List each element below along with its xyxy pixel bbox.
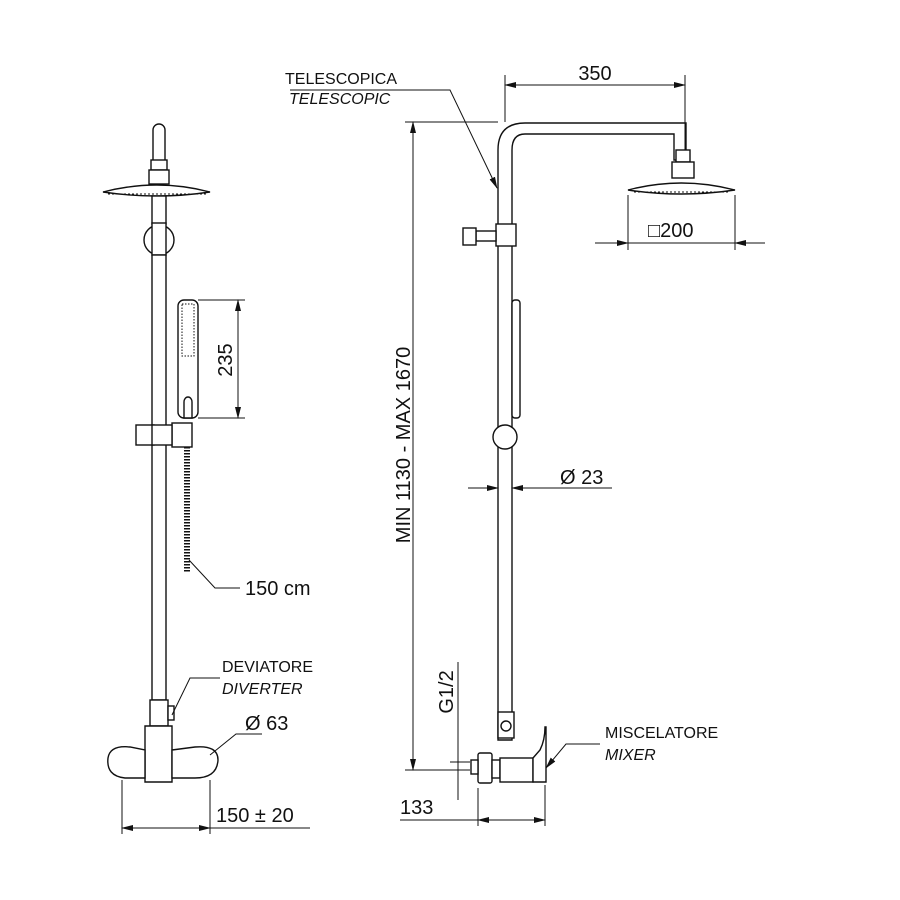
telescopica-label: TELESCOPICA	[285, 71, 397, 88]
hose-length-label: 150 cm	[245, 578, 311, 600]
hand-shower-nozzles	[181, 303, 195, 357]
left-eccentric	[107, 746, 146, 779]
thread-label: G1/2	[436, 670, 458, 713]
flange-diameter-label: Ø 63	[245, 713, 288, 735]
centers-label: 150 ± 20	[216, 805, 294, 827]
front-view: 235 150 cm DEVIATORE DIVERTER Ø 63 150 ±…	[102, 123, 313, 834]
arm-nut	[150, 159, 168, 171]
riser-rod	[151, 254, 167, 701]
head-connector	[148, 169, 170, 185]
diverter-collar	[495, 223, 517, 247]
slider-knob	[492, 424, 518, 450]
head-size-label: □200	[648, 220, 693, 242]
flange-leader	[209, 733, 262, 756]
mixer-body	[144, 725, 173, 783]
diverter	[149, 699, 169, 727]
slider-holder	[171, 422, 193, 448]
hose-leader	[188, 559, 240, 589]
upper-pipe	[151, 195, 167, 225]
side-view: 350 □200 TELESCOPICA TELESCOPIC Ø 23 MIN…	[285, 63, 765, 826]
mixer-lever	[532, 726, 547, 783]
telescopic-label: TELESCOPIC	[289, 91, 391, 108]
projection-label: 133	[400, 797, 433, 819]
right-eccentric	[171, 746, 219, 779]
telescopic-leader	[290, 89, 498, 189]
mixer-leader	[545, 743, 600, 769]
arm-length-label: 350	[578, 63, 611, 85]
mixer-body-side	[499, 757, 534, 783]
diverter-knob	[462, 227, 477, 246]
diverter-side	[497, 711, 515, 739]
head-connector-side	[671, 161, 695, 179]
height-range-label: MIN 1130 - MAX 1670	[393, 347, 415, 543]
handshower-length-label: 235	[215, 343, 237, 376]
diverter-label: DIVERTER	[222, 681, 303, 698]
mixer-label: MIXER	[605, 747, 656, 764]
deviatore-label: DEVIATORE	[222, 659, 313, 676]
shower-head	[102, 184, 211, 197]
miscelatore-label: MISCELATORE	[605, 725, 718, 742]
diverter-leader	[171, 677, 220, 716]
rod-diameter-label: Ø 23	[560, 467, 603, 489]
hand-shower-side	[511, 299, 521, 419]
telescopic-arm	[497, 122, 687, 741]
shower-head-side	[627, 182, 736, 195]
wall-flange	[477, 752, 493, 784]
